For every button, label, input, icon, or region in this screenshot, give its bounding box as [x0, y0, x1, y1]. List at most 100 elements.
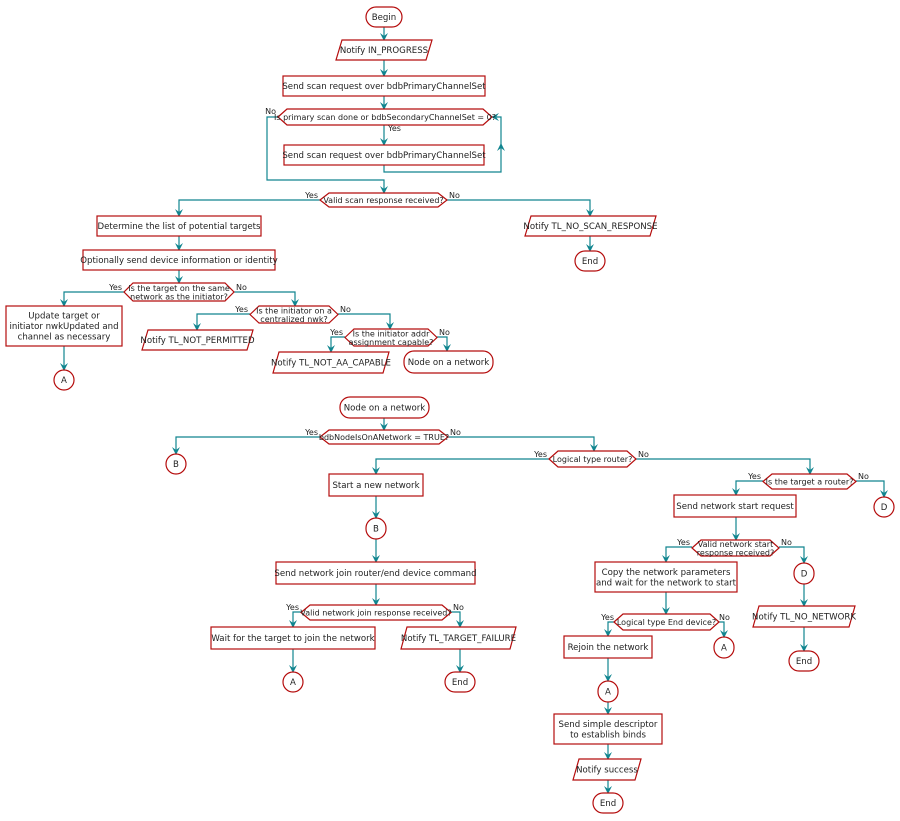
- node-text: Notify TL_NO_NETWORK: [752, 613, 856, 623]
- arrow-connector: [779, 546, 808, 564]
- io-shape: [335, 39, 433, 61]
- node-text: Send scan request over bdbPrimaryChannel…: [282, 151, 486, 161]
- io-shape: [141, 329, 254, 351]
- end2-node: End: [444, 671, 476, 693]
- notify-no-scan-node: Notify TL_NO_SCAN_RESPONSE: [523, 215, 658, 237]
- node-text: to establish binds: [570, 730, 646, 740]
- branch-label-no: No: [236, 283, 247, 292]
- a4-node: A: [597, 680, 619, 703]
- node-text: Copy the network parameters: [602, 568, 731, 578]
- arrow-connector: [448, 436, 598, 452]
- arrow-connector: [719, 621, 728, 638]
- terminal-shape: [713, 636, 735, 659]
- node-text: End: [796, 657, 812, 667]
- arrow-connector: [451, 611, 464, 628]
- node-text: Is the initiator on a: [256, 306, 332, 315]
- notify-not-aa-node: Notify TL_NOT_AA_CAPABLE: [271, 351, 391, 374]
- node-text: Determine the list of potential targets: [98, 222, 261, 232]
- node-text: centralized nwk?: [260, 315, 327, 324]
- decision-shape: [613, 613, 720, 631]
- node-text: Rejoin the network: [568, 643, 649, 653]
- node-text: assignment capable?: [349, 338, 434, 347]
- process-shape: [5, 305, 123, 347]
- node-text: Send network start request: [676, 502, 794, 512]
- process-shape: [282, 75, 486, 97]
- decision-shape: [249, 305, 339, 324]
- node-text: Notify TL_NO_SCAN_RESPONSE: [523, 222, 657, 232]
- d-end-device-decision: Logical type End device?: [613, 613, 720, 631]
- node-text: Notify IN_PROGRESS: [340, 46, 428, 56]
- branch-label-no: No: [638, 450, 649, 459]
- node-text: and wait for the network to start: [596, 578, 737, 588]
- begin-node: Begin: [365, 6, 403, 28]
- node-text: Notify TL_NOT_AA_CAPABLE: [271, 359, 391, 369]
- process-shape: [594, 561, 738, 593]
- node-text: Logical type End device?: [617, 618, 716, 627]
- decision-shape: [277, 108, 493, 126]
- node-text: B: [173, 460, 179, 470]
- start-new-node: Start a new network: [328, 473, 424, 497]
- send-join-node: Send network join router/end device comm…: [274, 561, 477, 585]
- arrow-connector: [604, 621, 614, 637]
- notify-not-permitted-node: Notify TL_NOT_PERMITTED: [140, 329, 255, 351]
- process-shape: [96, 215, 262, 237]
- end4-node: End: [592, 792, 624, 814]
- decision-shape: [762, 473, 857, 490]
- terminal-shape: [873, 496, 895, 518]
- node-text: B: [373, 525, 379, 535]
- node-text: End: [452, 678, 468, 688]
- arrow-connector: [732, 480, 763, 496]
- node-on-network1-node: Node on a network: [403, 350, 494, 374]
- io-shape: [524, 215, 657, 237]
- branch-label-no: No: [340, 305, 351, 314]
- node-text: Send scan request over bdbPrimaryChannel…: [282, 82, 486, 92]
- terminal-shape: [403, 350, 494, 374]
- terminal-shape: [282, 671, 304, 693]
- branch-label-no: No: [453, 603, 464, 612]
- arrow-connector: [447, 199, 594, 217]
- terminal-shape: [592, 792, 624, 814]
- arrow-connector: [327, 336, 345, 353]
- node-text: Is the target on the same: [128, 284, 230, 293]
- node-text: Send simple descriptor: [559, 720, 658, 730]
- notify-success-node: Notify success: [572, 758, 642, 781]
- decision-shape: [344, 328, 438, 347]
- io-shape: [752, 605, 856, 628]
- process-shape: [673, 494, 797, 518]
- branch-label-yes: Yes: [747, 472, 761, 481]
- branch-label-no: No: [265, 107, 276, 116]
- node-text: End: [582, 257, 598, 267]
- branch-label-yes: Yes: [234, 305, 248, 314]
- node-text: Logical type router?: [553, 455, 633, 464]
- node-text: Send network join router/end device comm…: [274, 569, 476, 579]
- terminal-shape: [53, 369, 75, 391]
- end3-node: End: [788, 650, 820, 672]
- decision-shape: [319, 429, 449, 445]
- a1-node: A: [53, 369, 75, 391]
- arrow-connector: [437, 336, 451, 352]
- arrow-connector: [289, 611, 301, 628]
- arrow-connector: [234, 291, 299, 307]
- branch-label-yes: Yes: [533, 450, 547, 459]
- branch-label-no: No: [450, 428, 461, 437]
- arrow-connector: [266, 116, 388, 194]
- node-text: Notify TL_NOT_PERMITTED: [140, 336, 255, 346]
- arrow-connector: [662, 546, 692, 563]
- terminal-shape: [597, 680, 619, 703]
- process-shape: [210, 626, 376, 650]
- decision-shape: [691, 539, 780, 557]
- node-text: A: [605, 688, 611, 698]
- node-text: Is the target a router?: [766, 478, 854, 487]
- branch-label-yes: Yes: [329, 328, 343, 337]
- process-shape: [553, 713, 663, 745]
- b2-node: B: [365, 517, 387, 540]
